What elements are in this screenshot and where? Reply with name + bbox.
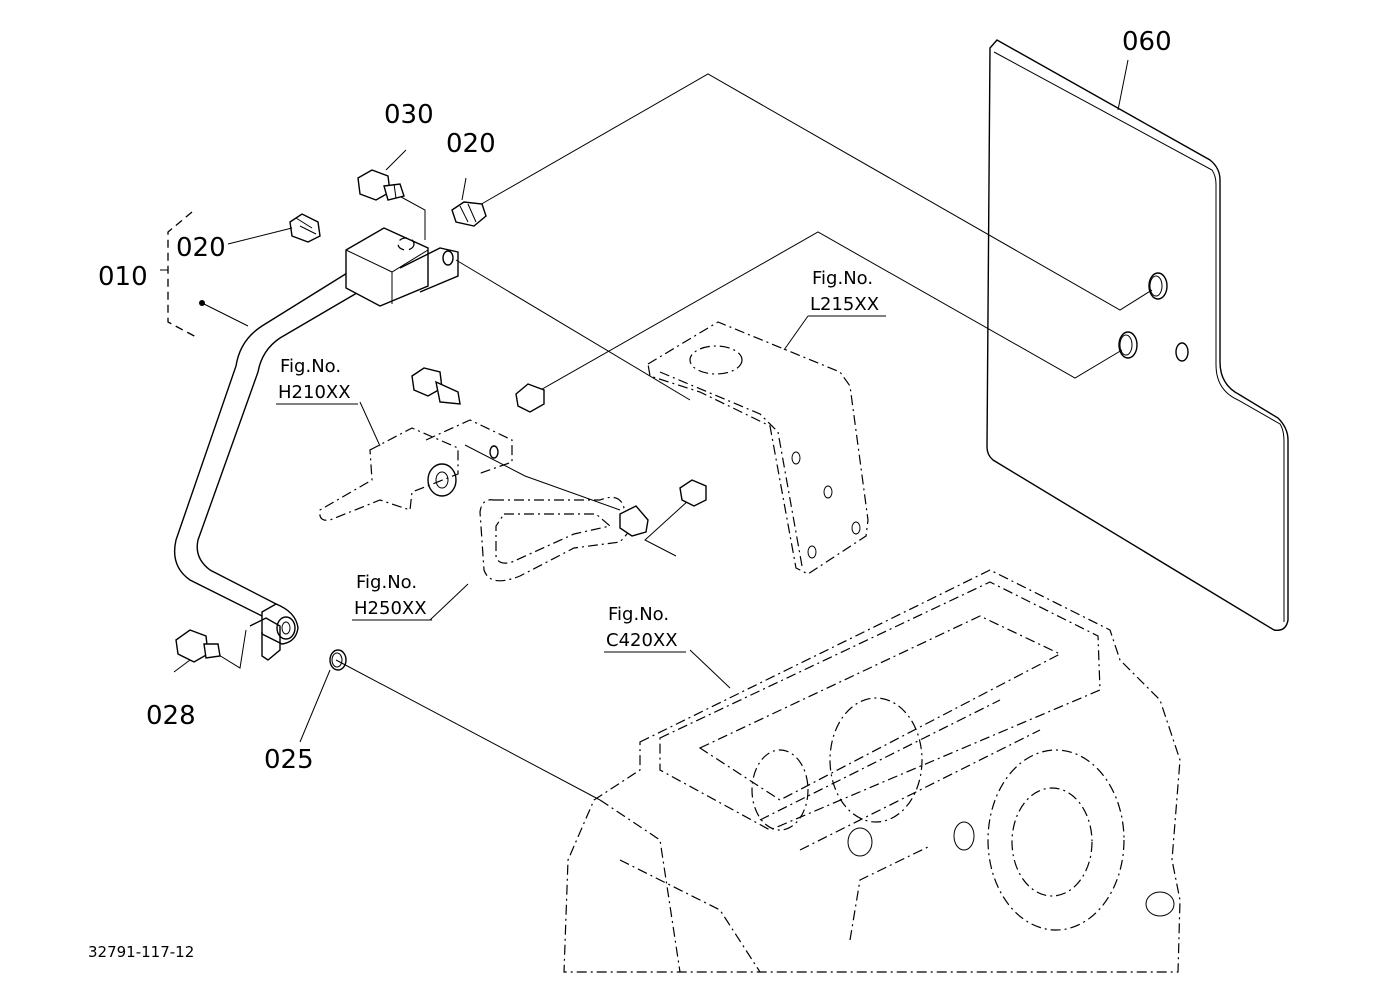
pipe-h250-reference xyxy=(429,479,707,621)
bolt-030 xyxy=(357,149,407,201)
bracket-l215-reference xyxy=(647,315,869,575)
plug-020-right xyxy=(451,177,487,227)
part-label-030: 030 xyxy=(384,100,434,130)
bolt-028 xyxy=(173,629,221,673)
part-label-020-right: 020 xyxy=(446,129,496,159)
assembly-leader-lines xyxy=(335,73,1153,801)
drawing-id: 32791-117-12 xyxy=(88,943,194,961)
fig-ref-h250-line1: Fig.No. xyxy=(356,572,417,593)
gasket-plate-060 xyxy=(986,39,1289,631)
part-label-025: 025 xyxy=(264,745,314,775)
plug-020-left xyxy=(227,213,321,245)
label-decorations xyxy=(276,59,1129,653)
fig-ref-h250-line2: H250XX xyxy=(354,598,427,619)
part-label-010: 010 xyxy=(98,262,148,292)
part-label-020-left: 020 xyxy=(176,233,226,263)
housing-c420-reference xyxy=(563,569,1181,973)
fig-ref-l215-line2: L215XX xyxy=(810,294,879,315)
fig-ref-l215-line1: Fig.No. xyxy=(812,268,873,289)
pipe-assembly-010 xyxy=(160,211,459,669)
fig-ref-c420-line2: C420XX xyxy=(606,630,678,651)
part-label-028: 028 xyxy=(146,701,196,731)
fig-ref-h210-line1: Fig.No. xyxy=(280,356,341,377)
part-label-060: 060 xyxy=(1122,27,1172,57)
valve-h210-reference xyxy=(319,367,545,521)
o-ring-025 xyxy=(299,649,347,743)
fig-ref-h210-line2: H210XX xyxy=(278,382,351,403)
fig-ref-c420-line1: Fig.No. xyxy=(608,604,669,625)
